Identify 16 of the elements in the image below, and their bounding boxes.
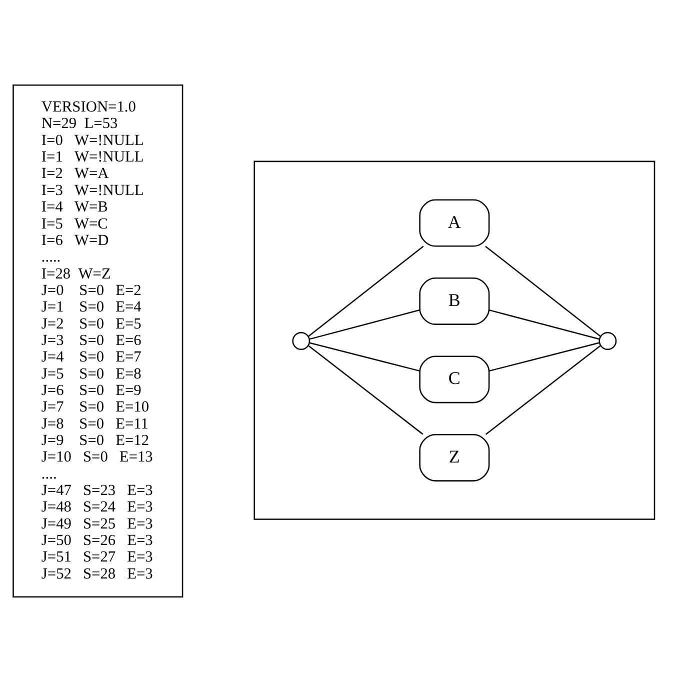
cluster — [254, 160, 656, 520]
connector — [489, 308, 600, 340]
node-box: C — [419, 355, 490, 403]
node-box: VERSION=1.0 N=29 L=53 I=0 W=!NULL I=1 W=!NULL I=2 W=A I=3 W=!NULL I=4 W=B I=5 W=C I=6 W=D ..... I=28 W=Z J=0 S=0 E=2 J=1 S=0 E=4 J=2 S=0 E=5 J=3 S=0 E=6 J=4 S=0 E=7 J=5 S=0 E=8 J=6 S=0 E=9 J=7 S=0 E=10 J=8 S=0 E=11 J=9 S=0 E=12 J=10 S=0 E=13 .... J=47 S=23 E=3 J=48 S=24 E=3 J=49 S=25 E=3 J=50 S=26 E=3 J=51 S=27 E=3 J=52 S=28 E=3 — [12, 84, 184, 598]
connector — [485, 344, 601, 434]
connector — [308, 245, 424, 336]
node-box: Z — [419, 433, 490, 481]
node-box: B — [419, 277, 490, 324]
node-circle — [598, 332, 617, 350]
node-box: A — [419, 198, 490, 246]
connector — [309, 308, 420, 340]
connector — [310, 342, 420, 372]
connector — [308, 344, 424, 434]
connector — [489, 342, 600, 372]
connector — [485, 245, 601, 336]
node-circle — [292, 332, 310, 350]
